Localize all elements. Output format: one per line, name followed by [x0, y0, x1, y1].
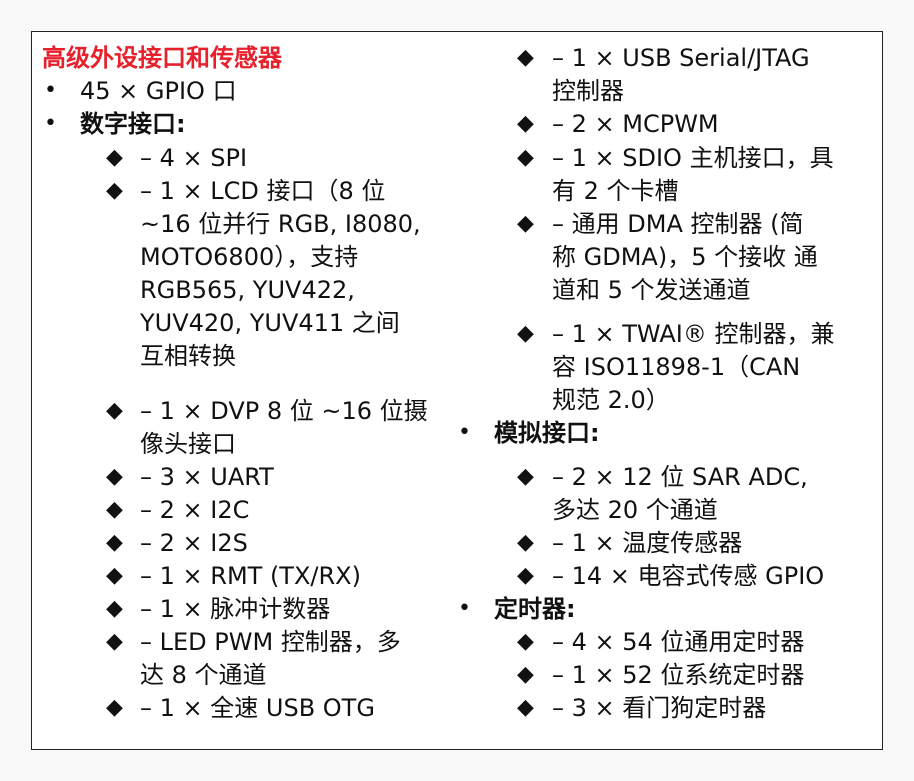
diamond-bullet: ◆: [517, 111, 534, 136]
list-item-spi: – 4 × SPI: [140, 144, 248, 172]
list-item-i2c: – 2 × I2C: [140, 496, 250, 524]
list-item-lcd-cont: YUV420, YUV411 之间: [140, 309, 400, 337]
diamond-bullet: ◆: [106, 178, 123, 203]
gpio-item: 45 × GPIO 口: [80, 77, 237, 105]
list-item-lcd-cont: ~16 位并行 RGB, I8080,: [140, 210, 421, 238]
diamond-bullet: ◆: [106, 464, 123, 489]
list-item-pulse-counter: – 1 × 脉冲计数器: [140, 595, 331, 623]
list-item-usb-otg: – 1 × 全速 USB OTG: [140, 694, 375, 722]
list-item-mcpwm: – 2 × MCPWM: [552, 110, 719, 138]
analog-interfaces-heading: 模拟接口:: [494, 419, 600, 447]
list-item-touch-gpio: – 14 × 电容式传感 GPIO: [552, 562, 825, 590]
list-item-uart: – 3 × UART: [140, 463, 274, 491]
list-item-sar-adc: – 2 × 12 位 SAR ADC,: [552, 463, 808, 491]
list-item-rmt: – 1 × RMT (TX/RX): [140, 562, 361, 590]
diamond-bullet: ◆: [517, 45, 534, 70]
section-title: 高级外设接口和传感器: [42, 44, 282, 72]
list-item-lcd: – 1 × LCD 接口（8 位: [140, 177, 386, 205]
list-item-led-pwm-cont: 达 8 个通道: [140, 661, 267, 689]
list-item-led-pwm: – LED PWM 控制器，多: [140, 628, 401, 656]
diamond-bullet: ◆: [517, 321, 534, 346]
bullet-dot: •: [44, 78, 57, 103]
digital-interfaces-heading: 数字接口:: [80, 110, 186, 138]
list-item-temp-sensor: – 1 × 温度传感器: [552, 529, 743, 557]
diamond-bullet: ◆: [517, 530, 534, 555]
diamond-bullet: ◆: [106, 563, 123, 588]
diamond-bullet: ◆: [517, 563, 534, 588]
list-item-usb-jtag: – 1 × USB Serial/JTAG: [552, 44, 810, 72]
list-item-dvp-cont: 像头接口: [140, 430, 236, 458]
list-item-general-timer: – 4 × 54 位通用定时器: [552, 628, 805, 656]
diamond-bullet: ◆: [106, 695, 123, 720]
diamond-bullet: ◆: [517, 145, 534, 170]
list-item-system-timer: – 1 × 52 位系统定时器: [552, 661, 805, 689]
diamond-bullet: ◆: [106, 530, 123, 555]
list-item-i2s: – 2 × I2S: [140, 529, 248, 557]
list-item-lcd-cont: RGB565, YUV422,: [140, 276, 355, 304]
diamond-bullet: ◆: [517, 695, 534, 720]
list-item-sdio-cont: 有 2 个卡槽: [552, 177, 679, 205]
list-item-twai: – 1 × TWAI® 控制器，兼: [552, 320, 835, 348]
diamond-bullet: ◆: [517, 211, 534, 236]
diamond-bullet: ◆: [106, 596, 123, 621]
list-item-twai-cont: 容 ISO11898-1（CAN: [552, 353, 801, 381]
list-item-gdma-cont: 称 GDMA)，5 个接收 通: [552, 243, 818, 271]
bullet-dot: •: [44, 111, 57, 136]
feature-panel: [31, 31, 883, 750]
diamond-bullet: ◆: [106, 497, 123, 522]
list-item-usb-jtag-cont: 控制器: [552, 77, 624, 105]
list-item-sdio: – 1 × SDIO 主机接口，具: [552, 144, 834, 172]
timers-heading: 定时器:: [494, 595, 576, 623]
list-item-twai-cont: 规范 2.0）: [552, 386, 670, 414]
list-item-gdma: – 通用 DMA 控制器 (简: [552, 210, 804, 238]
bullet-dot: •: [458, 420, 471, 445]
diamond-bullet: ◆: [517, 464, 534, 489]
diamond-bullet: ◆: [106, 629, 123, 654]
list-item-lcd-cont: 互相转换: [140, 342, 236, 370]
list-item-dvp: – 1 × DVP 8 位 ~16 位摄: [140, 397, 428, 425]
diamond-bullet: ◆: [517, 662, 534, 687]
bullet-dot: •: [458, 596, 471, 621]
list-item-watchdog-timer: – 3 × 看门狗定时器: [552, 694, 767, 722]
diamond-bullet: ◆: [106, 398, 123, 423]
list-item-lcd-cont: MOTO6800），支持: [140, 243, 359, 271]
list-item-gdma-cont: 道和 5 个发送通道: [552, 276, 751, 304]
list-item-sar-adc-cont: 多达 20 个通道: [552, 496, 718, 524]
diamond-bullet: ◆: [106, 145, 123, 170]
diamond-bullet: ◆: [517, 629, 534, 654]
